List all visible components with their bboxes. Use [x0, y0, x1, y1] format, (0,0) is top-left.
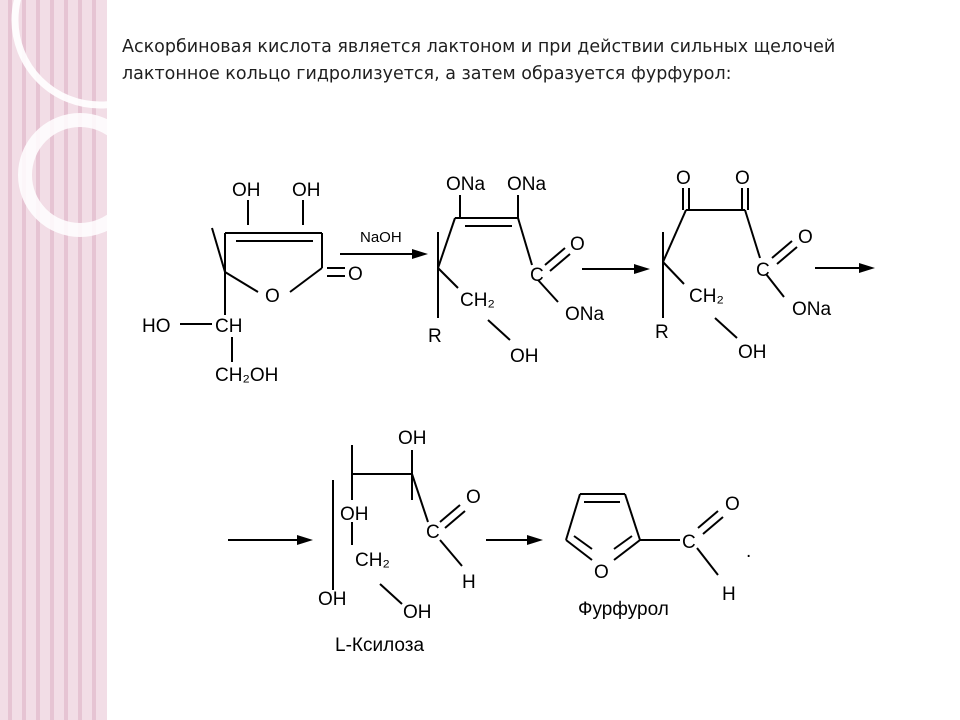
- sidebar-stripe: [78, 0, 82, 720]
- sodium-oxide-label: ONa: [446, 174, 486, 195]
- oxygen-label: O: [725, 494, 740, 515]
- oxygen-label: O: [676, 168, 691, 189]
- hydroxyl-label: OH: [403, 602, 432, 623]
- carbon-label: C: [530, 265, 544, 286]
- reaction-arrow-3: [815, 263, 875, 273]
- ch2-label: CH₂: [355, 550, 390, 571]
- oxygen-label: O: [798, 227, 813, 248]
- sidebar-stripe: [36, 0, 40, 720]
- sodium-oxide-label: ONa: [792, 299, 832, 320]
- reaction-arrow-1: NaOH: [340, 229, 428, 259]
- ch-label: CH: [215, 316, 242, 337]
- hydroxyl-label: OH: [738, 342, 767, 363]
- carbon-label: C: [756, 260, 770, 281]
- oxygen-label: O: [570, 234, 585, 255]
- hydroxyl-label: OH: [340, 504, 369, 525]
- r-group-label: R: [428, 326, 442, 347]
- ch2-label: CH₂: [689, 286, 724, 307]
- compound-name-label: L-Ксилоза: [335, 635, 424, 656]
- sidebar-circles-decoration: [11, 0, 107, 237]
- furfural-structure: O C O H . Фурфурол: [565, 493, 751, 620]
- hydrogen-label: H: [462, 572, 476, 593]
- intermediate-2-structure: O O C O ONa CH₂ R OH: [655, 168, 832, 363]
- oxygen-label: O: [466, 487, 481, 508]
- hydroxyl-label: OH: [398, 428, 427, 449]
- hydroxyl-label: OH: [510, 346, 539, 367]
- hydrogen-label: H: [722, 584, 736, 605]
- reaction-arrow-5: [486, 535, 543, 545]
- l-xylose-structure: OH OH C O CH₂ H OH OH L-Ксилоза: [318, 428, 481, 656]
- sodium-oxide-label: ONa: [507, 174, 547, 195]
- ring-oxygen-label: O: [594, 562, 609, 583]
- oxygen-label: O: [735, 168, 750, 189]
- reagent-label: NaOH: [360, 229, 402, 246]
- hydroxyl-label: OH: [232, 180, 261, 201]
- sidebar-stripe: [64, 0, 68, 720]
- sidebar-stripe: [92, 0, 96, 720]
- slide-text: Аскорбиновая кислота является лактоном и…: [122, 37, 836, 84]
- ascorbic-acid-structure: OH OH O O HO CH CH₂OH: [142, 180, 363, 386]
- hydroxyl-label: OH: [318, 589, 347, 610]
- sidebar-stripe: [50, 0, 54, 720]
- compound-name-label: Фурфурол: [578, 599, 669, 620]
- ch2oh-label: CH₂OH: [215, 365, 278, 386]
- hydroxyl-label: HO: [142, 316, 171, 337]
- ch2-label: CH₂: [460, 290, 495, 311]
- sodium-oxide-label: ONa: [565, 304, 605, 325]
- sidebar-stripe: [8, 0, 12, 720]
- carbon-label: C: [426, 522, 440, 543]
- carbonyl-oxygen-label: O: [348, 264, 363, 285]
- carbon-label: C: [682, 532, 696, 553]
- hydroxyl-label: OH: [292, 180, 321, 201]
- reaction-arrow-4: [228, 535, 313, 545]
- period-mark: .: [746, 541, 751, 562]
- decorative-sidebar: [0, 0, 107, 720]
- ring-oxygen-label: O: [265, 286, 280, 307]
- r-group-label: R: [655, 322, 669, 343]
- reaction-arrow-2: [582, 264, 650, 274]
- sidebar-stripe: [22, 0, 26, 720]
- intermediate-1-structure: ONa ONa C O ONa CH₂ R OH: [428, 174, 605, 367]
